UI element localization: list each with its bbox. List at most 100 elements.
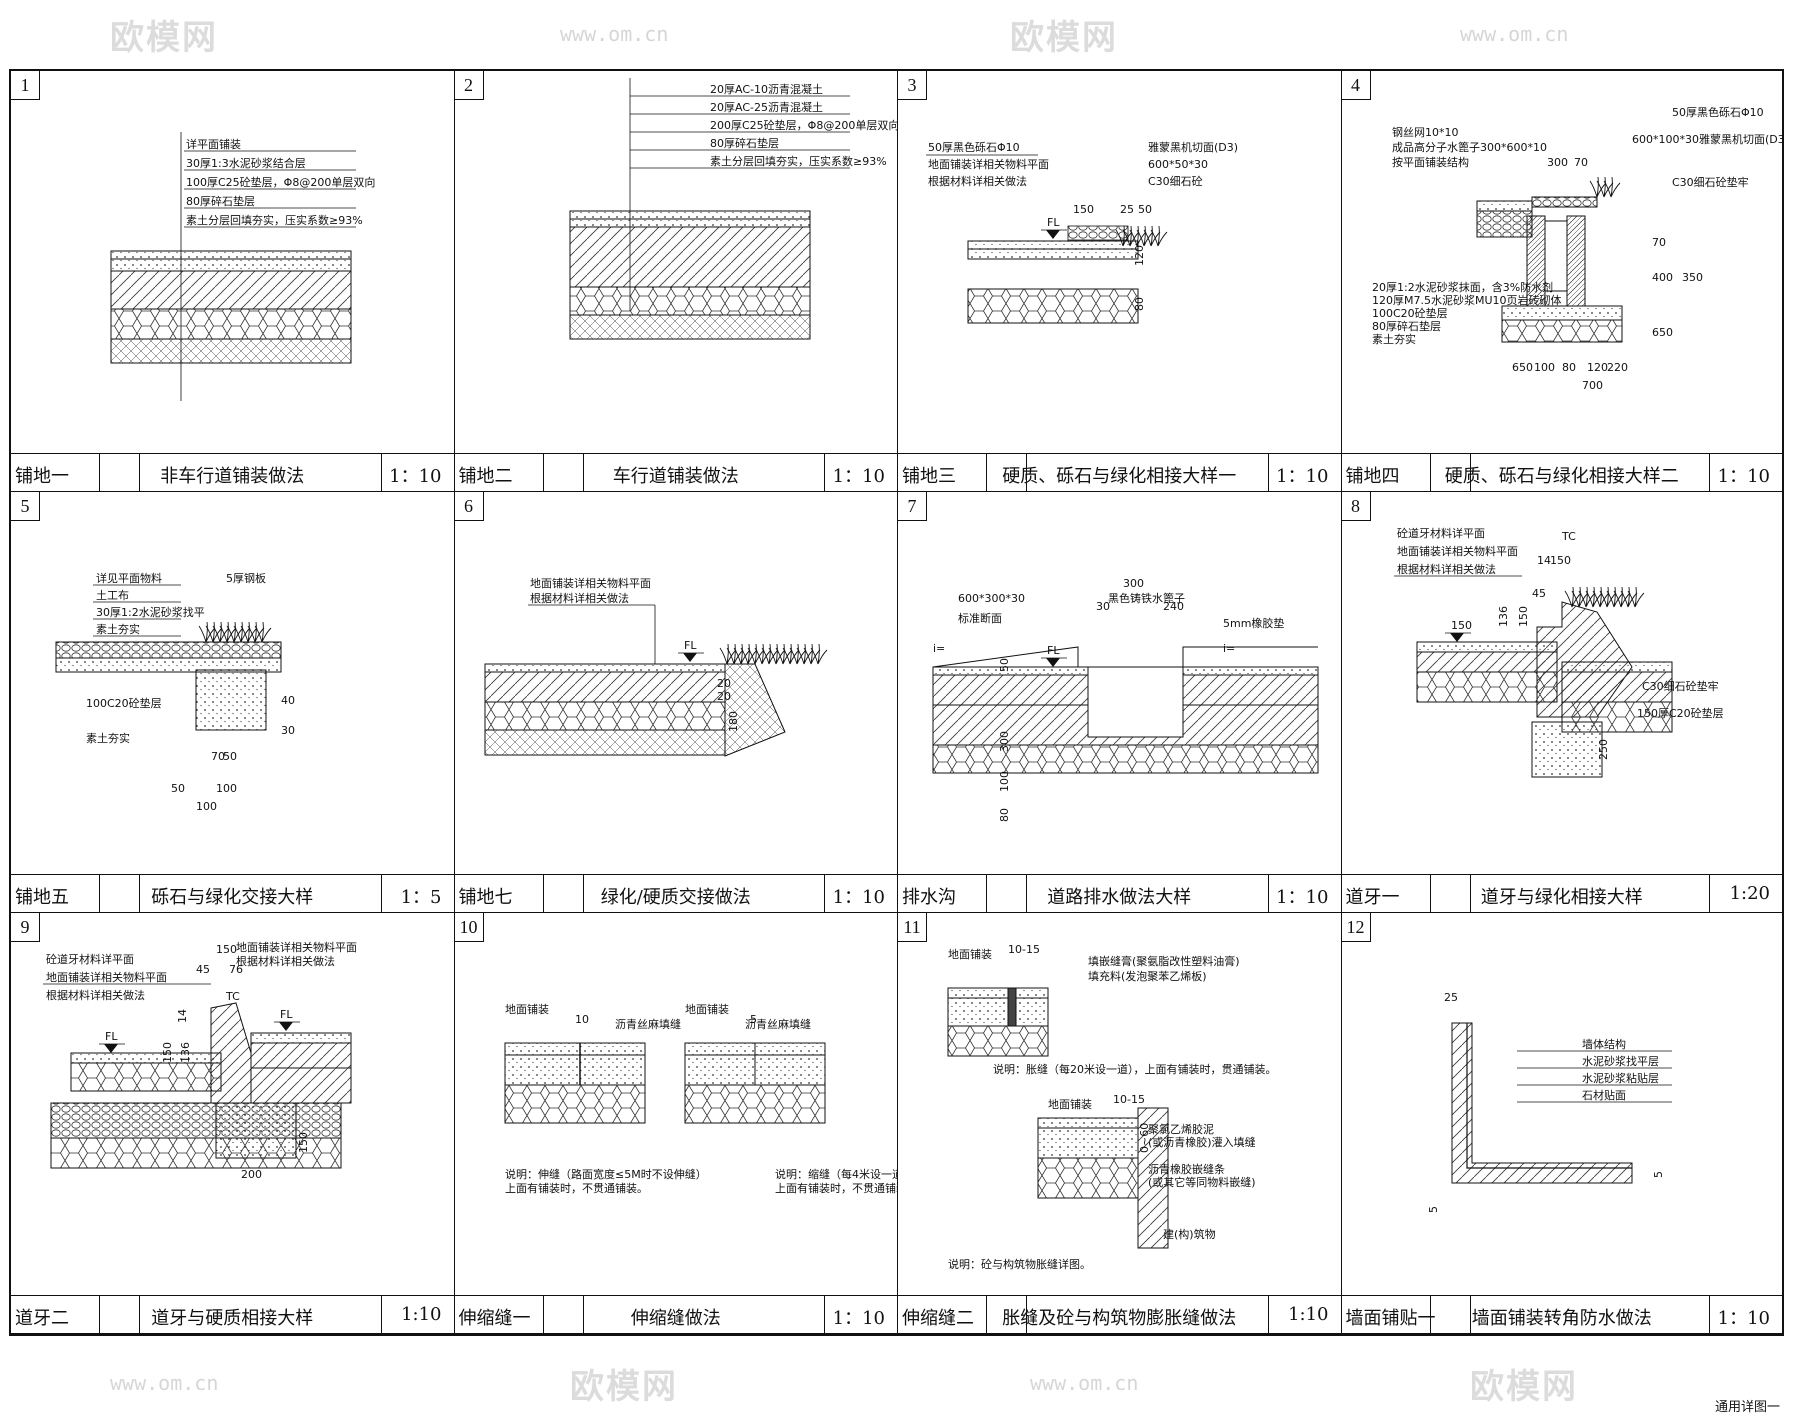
dimension-label: 50 <box>998 658 1011 672</box>
detail-scale: 1：10 <box>832 1308 885 1329</box>
dimension-label: 地面铺装 <box>948 948 992 961</box>
dimension-label: 240 <box>1163 600 1184 613</box>
dimension-label: 70 <box>1652 236 1666 249</box>
dimension-label: 水泥砂浆找平层 <box>1582 1054 1659 1068</box>
detail-number: 1 <box>11 71 40 100</box>
dimension-label: 详见平面物料 <box>96 571 162 585</box>
dimension-label: 填嵌缝膏(聚氨脂改性塑料油膏) <box>1088 954 1240 968</box>
dimension-label: 136 <box>1497 606 1510 627</box>
dimension-label: 根据材料详相关做法 <box>236 954 335 968</box>
dimension-label: (或其它等同物料嵌缝) <box>1148 1175 1256 1189</box>
dimension-label: 上面有铺装时，不贯通铺装。 <box>505 1181 648 1195</box>
dimension-label: 素土夯实 <box>96 622 140 636</box>
dimension-label: 石材贴面 <box>1582 1088 1626 1102</box>
dimension-label: 5 <box>1427 1206 1440 1213</box>
dimension-label: (或沥青橡胶)灌入填缝 <box>1148 1135 1256 1149</box>
watermark-brand: 欧模网 <box>570 1367 678 1407</box>
dimension-label: 地面铺装详相关物料平面 <box>928 157 1049 171</box>
dimension-label: 填充料(发泡聚苯乙烯板) <box>1088 969 1207 983</box>
dimension-label: 14 <box>1537 554 1551 567</box>
dimension-label: 沥青丝麻填缝 <box>745 1017 811 1031</box>
dimension-label: 30 <box>1096 600 1110 613</box>
section-drawing: 详平面铺装30厚1:3水泥砂浆结合层100厚C25砼垫层，Φ8@200单层双向8… <box>110 132 375 401</box>
dimension-label: 50 <box>171 782 185 795</box>
dimension-label: 10-15 <box>1008 943 1040 956</box>
dimension-label: C30细石砼 <box>1148 175 1203 188</box>
detail-scale: 1：10 <box>389 466 442 487</box>
detail-code: 铺地二 <box>458 466 513 487</box>
watermark-url: www.om.cn <box>1460 22 1569 46</box>
dimension-label: 300 <box>998 731 1011 752</box>
dimension-label: FL <box>105 1030 118 1043</box>
watermark-brand: 欧模网 <box>110 18 218 58</box>
dimension-label: 5 <box>1652 1171 1665 1178</box>
dimension-label: 20厚AC-25沥青混凝土 <box>710 100 823 114</box>
dimension-label: 地面铺装 <box>1048 1098 1092 1111</box>
detail-code: 铺地三 <box>902 466 956 487</box>
detail-scale: 1：10 <box>832 466 885 487</box>
watermark-strip-bottom: www.om.cn 欧模网 www.om.cn 欧模网 <box>0 1355 1800 1415</box>
dimension-label: 根据材料详相关做法 <box>46 988 145 1002</box>
detail-scale: 1：10 <box>1276 466 1329 487</box>
detail-panel: 10 地面铺装沥青丝麻填缝说明：伸缝（路面宽度≤5M时不设伸缝）上面有铺装时，不贯… <box>454 913 898 1334</box>
dimension-label: 砼道牙材料详平面 <box>1397 526 1485 540</box>
dimension-label: 150 <box>1517 606 1530 627</box>
dimension-label: 上面有铺装时，不贯通铺装。 <box>775 1181 898 1195</box>
dimension-label: 150 <box>161 1042 174 1063</box>
dimension-label: 50厚黑色砾石Φ10 <box>928 140 1020 154</box>
detail-code: 排水沟 <box>902 887 956 908</box>
watermark-url: www.om.cn <box>110 1371 219 1395</box>
dimension-label: 建(构)筑物 <box>1163 1227 1216 1241</box>
dimension-label: 成品高分子水篦子300*600*10 <box>1392 140 1547 154</box>
section-drawing: 20厚AC-10沥青混凝土20厚AC-25沥青混凝土200厚C25砼垫层，Φ8@… <box>569 78 897 340</box>
dimension-label: 45 <box>196 963 210 976</box>
detail-scale: 1：5 <box>400 887 442 908</box>
detail-code: 铺地一 <box>15 466 69 487</box>
detail-number: 10 <box>454 913 484 942</box>
dimension-label: 80 <box>998 808 1011 822</box>
dimension-label: 墙体结构 <box>1582 1037 1626 1051</box>
dimension-label: 600*100*30雅蒙黑机切面(D3) <box>1632 132 1783 146</box>
dimension-label: 220 <box>1607 361 1628 374</box>
dimension-label: 砼道牙材料详平面 <box>46 952 134 966</box>
dimension-label: 30厚1:2水泥砂浆找平 <box>96 605 205 619</box>
dimension-label: 100C20砼垫层 <box>86 696 162 710</box>
dimension-label: 70 <box>1574 156 1588 169</box>
detail-scale: 1：10 <box>1276 887 1329 908</box>
detail-scale: 1:10 <box>401 1304 442 1325</box>
detail-title: 伸缩缝做法 <box>630 1308 721 1329</box>
detail-number: 2 <box>454 71 484 100</box>
dimension-label: 30 <box>281 724 295 737</box>
dimension-label: 80 <box>1133 297 1146 311</box>
dimension-label: 100 <box>216 782 237 795</box>
watermark-url: www.om.cn <box>1030 1371 1139 1395</box>
watermark-brand: 欧模网 <box>1470 1367 1578 1407</box>
detail-number: 5 <box>11 492 40 521</box>
dimension-label: 水泥砂浆粘贴层 <box>1582 1071 1659 1085</box>
dimension-label: 100 <box>196 800 217 813</box>
detail-scale: 1:20 <box>1729 883 1770 904</box>
dimension-label: 素土分层回填夯实，压实系数≥93% <box>710 154 887 168</box>
dimension-label: 100C20砼垫层 <box>1372 306 1448 320</box>
detail-code: 道牙一 <box>1345 887 1400 908</box>
detail-title: 胀缝及砼与构筑物膨胀缝做法 <box>1002 1308 1237 1329</box>
section-drawing: 详见平面物料土工布30厚1:2水泥砂浆找平素土夯实5厚钢板100C20砼垫层素土… <box>55 571 295 813</box>
detail-code: 伸缩缝一 <box>458 1308 531 1329</box>
dimension-label: 45 <box>1532 587 1546 600</box>
detail-number: 9 <box>11 913 40 942</box>
dimension-label: i= <box>1223 642 1235 655</box>
detail-scale: 1：10 <box>1717 1308 1770 1329</box>
dimension-label: 120 <box>1133 245 1146 266</box>
section-drawing: 地面铺装沥青丝麻填缝说明：伸缝（路面宽度≤5M时不设伸缝）上面有铺装时，不贯通铺… <box>504 1003 898 1195</box>
